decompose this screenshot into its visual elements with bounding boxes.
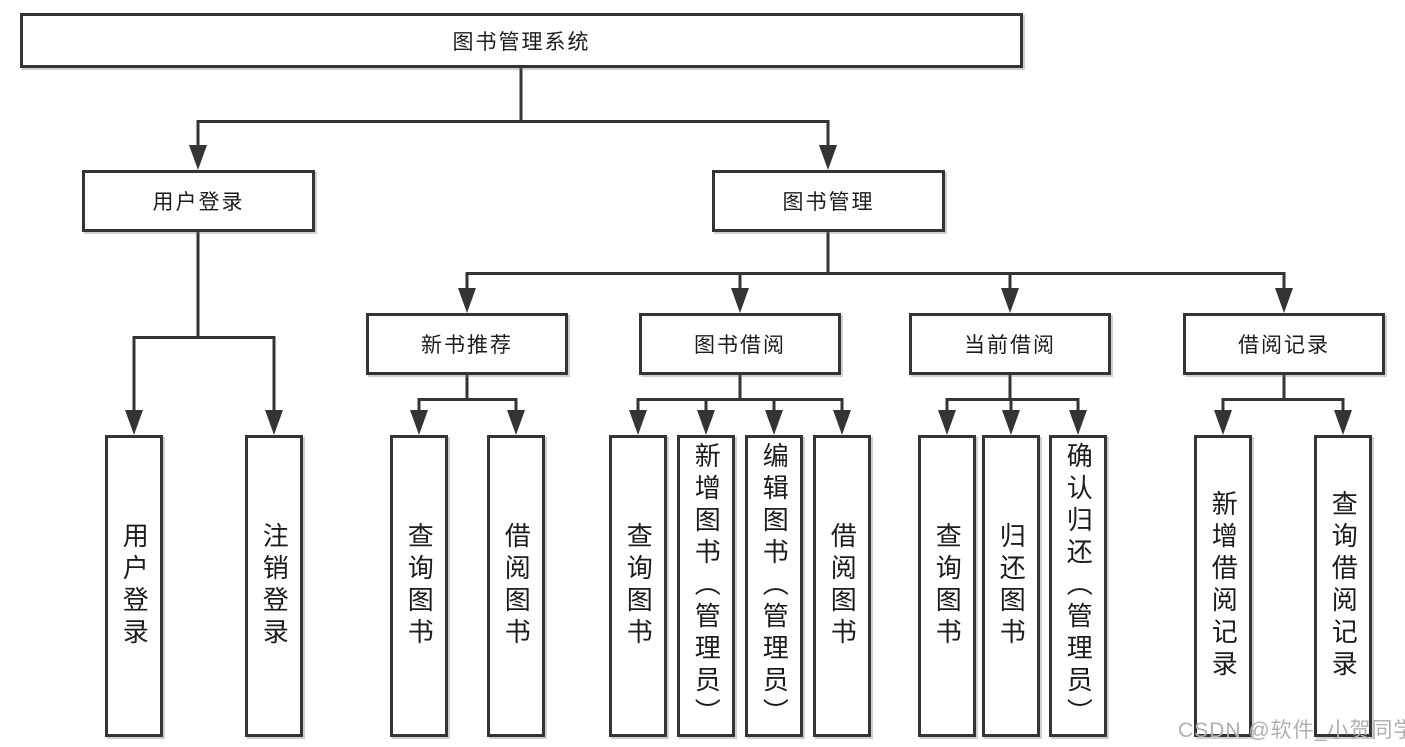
leaf-bb-borrow-books: 借阅图书 [813,435,871,737]
node-label: 编辑图书（管理员） [759,442,790,730]
node-label: 图书管理系统 [452,30,591,54]
arrow-into-bb-borrow [833,410,851,435]
arrow-into-cb-confirm [1069,410,1087,435]
arrow-into-br-query [1334,410,1352,435]
leaf-bb-add-books-admin: 新增图书（管理员） [677,435,735,737]
node-user-login: 用户登录 [82,170,315,232]
connector-strokes [132,68,1345,415]
node-new-book-recommendation: 新书推荐 [366,313,568,375]
arrow-into-bb-edit [765,410,783,435]
node-label: 用户登录 [119,522,150,650]
node-label: 图书管理 [782,191,875,214]
leaf-bb-query-books: 查询图书 [609,435,667,737]
arrow-into-bb-query [629,410,647,435]
edge-borrow-to-leaves [636,375,844,415]
edge-login-to-leaves [132,232,276,415]
node-label: 确认归还（管理员） [1063,442,1094,730]
node-book-management: 图书管理 [712,170,945,232]
node-label: 新增图书（管理员） [691,442,722,730]
arrow-into-book-borrow [731,288,749,313]
arrow-into-bb-add [697,410,715,435]
node-label: 新增借阅记录 [1208,490,1239,682]
arrow-into-user-login-leaf [125,410,143,435]
node-library-management-system: 图书管理系统 [20,13,1023,68]
arrow-into-new-book-rec [458,288,476,313]
leaf-cb-return-books: 归还图书 [982,435,1040,737]
leaf-br-add-record: 新增借阅记录 [1194,435,1252,737]
leaf-br-query-record: 查询借阅记录 [1314,435,1372,737]
node-label: 新书推荐 [421,334,513,357]
node-label: 当前借阅 [964,334,1056,357]
node-label: 归还图书 [996,522,1027,650]
edge-records-to-leaves [1221,375,1345,415]
edge-bookmgmt-to-level3 [465,232,1286,293]
node-label: 查询借阅记录 [1328,490,1359,682]
leaf-bb-edit-books-admin: 编辑图书（管理员） [745,435,803,737]
node-label: 查询图书 [932,522,963,650]
leaf-cb-confirm-return-admin: 确认归还（管理员） [1049,435,1107,737]
arrow-into-rec-query [410,410,428,435]
node-label: 注销登录 [259,522,290,650]
leaf-cb-query-books: 查询图书 [918,435,976,737]
edge-current-to-leaves [945,375,1080,415]
arrow-into-current-borrow [1001,288,1019,313]
arrow-into-book-mgmt [819,145,837,170]
edge-rec-to-leaves [417,375,518,415]
node-borrowing-records: 借阅记录 [1183,313,1385,375]
node-book-borrowing: 图书借阅 [639,313,841,375]
arrow-into-user-login [189,145,207,170]
node-label: 图书借阅 [694,334,786,357]
node-label: 查询图书 [623,522,654,650]
node-current-borrowing: 当前借阅 [909,313,1111,375]
node-label: 借阅图书 [827,522,858,650]
arrow-into-borrow-records [1275,288,1293,313]
arrow-into-cb-return [1002,410,1020,435]
csdn-watermark: CSDN @软件_小贺同学 [1178,719,1405,742]
arrow-into-rec-borrow [507,410,525,435]
arrow-into-logout-leaf [265,410,283,435]
arrow-into-br-add [1214,410,1232,435]
node-label: 查询图书 [404,522,435,650]
edge-root-to-level2 [196,68,830,150]
leaf-rec-borrow-books: 借阅图书 [487,435,545,737]
leaf-rec-query-books: 查询图书 [390,435,448,737]
arrow-into-cb-query [938,410,956,435]
arrowheads [125,145,1352,435]
node-label: 借阅记录 [1238,334,1330,357]
leaf-logout: 注销登录 [245,435,303,737]
node-label: 用户登录 [152,191,245,214]
node-label: 借阅图书 [501,522,532,650]
leaf-user-login: 用户登录 [105,435,163,737]
